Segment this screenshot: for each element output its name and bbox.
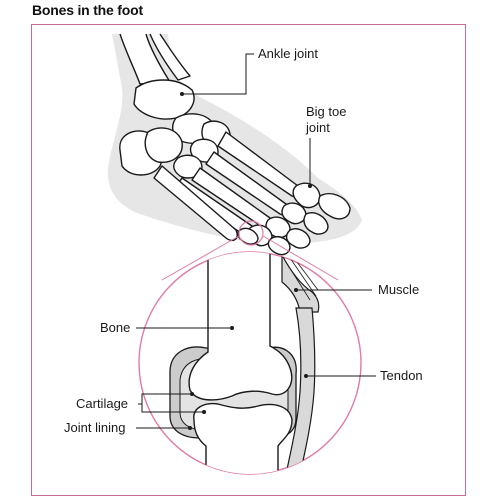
diagram-title: Bones in the foot: [32, 2, 143, 18]
ankle-joint-dot: [180, 92, 184, 96]
label-ankle-joint: Ankle joint: [258, 46, 318, 61]
ankle-joint-leader: [182, 53, 254, 95]
cartilage-leader: [138, 393, 204, 413]
zoom-connector-left: [161, 235, 240, 281]
label-bone: Bone: [100, 320, 130, 335]
big-toe-phalanx-1: [292, 182, 321, 209]
toe-2-phalanx-1: [281, 202, 307, 225]
label-joint-lining: Joint lining: [64, 420, 125, 435]
cartilage-dot-upper: [190, 392, 194, 396]
bone-dot: [230, 326, 234, 330]
talus-bone: [133, 79, 195, 120]
joint-lining-dot: [188, 426, 192, 430]
leader-lines: [136, 53, 376, 429]
big-toe-phalanx-2: [318, 192, 351, 220]
muscle: [281, 254, 320, 313]
tendon: [285, 307, 316, 474]
toe-3-phalanx-2: [285, 228, 311, 249]
diagram-frame: [31, 24, 466, 496]
tendon-dot: [304, 374, 308, 378]
cuboid-bone: [144, 127, 183, 163]
lower-bone: [193, 402, 293, 474]
label-big-toe-joint-line2: joint: [305, 120, 330, 135]
metatarsal-5: [153, 165, 238, 242]
magnified-joint: [169, 252, 320, 474]
big-toe-joint-dot: [308, 184, 312, 188]
toe-2-phalanx-2: [303, 212, 329, 235]
foot-bones: [119, 33, 351, 256]
zoom-connector-right: [262, 235, 339, 281]
label-tendon: Tendon: [380, 368, 423, 383]
label-muscle: Muscle: [378, 282, 419, 297]
label-big-toe-joint-line1: Big toe: [306, 104, 346, 119]
upper-bone: [188, 252, 293, 401]
highlighted-joint-marker: [238, 220, 264, 246]
leader-dots: [180, 92, 312, 430]
muscle-dot: [294, 288, 298, 292]
cartilage-dot-lower: [202, 410, 206, 414]
fibula-bone: [149, 33, 191, 81]
label-cartilage: Cartilage: [76, 396, 128, 411]
